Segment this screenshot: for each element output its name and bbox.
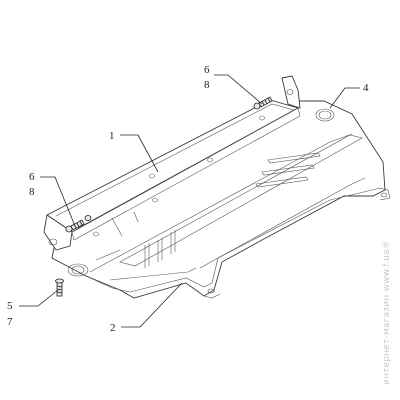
callout-1: 1 [109, 130, 115, 142]
callout-6-left: 6 [29, 171, 35, 183]
bolt-left [65, 215, 92, 233]
bolt-bottom [55, 278, 64, 297]
callout-8-left: 8 [29, 186, 35, 198]
watermark-text: интернет-магазин www.f.ua® [382, 240, 392, 385]
callout-5: 5 [7, 300, 13, 312]
callout-6-top: 6 [204, 64, 210, 76]
mounting-bracket [43, 75, 301, 251]
callout-4: 4 [363, 82, 369, 94]
skid-plate [51, 100, 391, 299]
leader-lines [19, 74, 360, 328]
callout-8-top: 8 [204, 79, 210, 91]
bolt-right [253, 96, 273, 110]
callout-7: 7 [7, 316, 13, 328]
callout-2: 2 [110, 322, 116, 334]
